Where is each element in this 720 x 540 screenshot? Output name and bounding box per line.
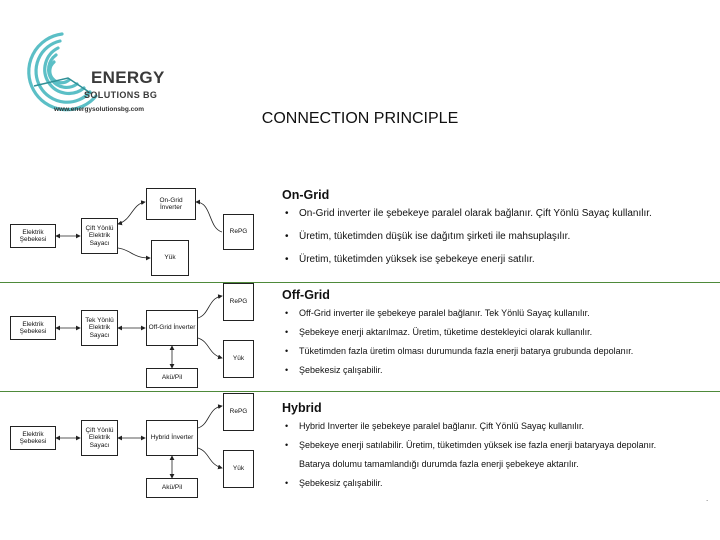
section-title: On-Grid [282,188,330,202]
list-item: Üretim, tüketimden düşük ise dağıtım şir… [282,231,718,243]
meter-box: Çift Yönlü Elektrik Sayacı [81,218,118,254]
list-item-continuation: Batarya dolumu tamamlandığı durumda fazl… [299,459,579,469]
on-grid-diagram: Elektrik Şebekesi Çift Yönlü Elektrik Sa… [0,180,280,280]
list-item: Şebekeye enerji satılabilir. Üretim, tük… [282,440,718,470]
bullet-list: Off-Grid inverter ile şebekeye paralel b… [282,308,718,376]
off-grid-diagram: Elektrik Şebekesi Tek Yönlü Elektrik Say… [0,282,280,390]
off-grid-connections [55,294,223,369]
hybrid-connections [55,404,223,479]
list-item: Şebekesiz çalışabilir. [282,478,718,489]
hybrid-section: Hybrid Hybrid Inverter ile şebekeye para… [282,401,718,497]
section-divider [0,391,720,392]
list-item-text: Şebekeye enerji satılabilir. Üretim, tük… [299,440,657,450]
hybrid-diagram: Elektrik Şebekesi Çift Yönlü Elektrik Sa… [0,392,280,504]
list-item: Tüketimden fazla üretim olması durumunda… [282,346,718,357]
grid-box: Elektrik Şebekesi [10,426,56,450]
grid-box: Elektrik Şebekesi [10,224,56,248]
bullet-list: On-Grid inverter ile şebekeye paralel ol… [282,208,718,266]
inverter-box: Hybrid İnverter [146,420,198,456]
list-item: Hybrid Inverter ile şebekeye paralel bağ… [282,421,718,432]
footer-mark: . [706,494,709,503]
list-item: Şebekesiz çalışabilir. [282,365,718,376]
logo-swoosh-icon [27,32,98,112]
load-box: Yük [223,450,254,488]
battery-box: Akü/Pil [146,368,198,388]
logo-url: www.energysolutionsbg.com [54,106,145,113]
meter-box: Çift Yönlü Elektrik Sayacı [81,420,118,456]
section-title: Off-Grid [282,288,330,302]
inverter-box: Off-Grid İnverter [146,310,198,346]
bullet-list: Hybrid Inverter ile şebekeye paralel bağ… [282,421,718,489]
meter-box: Tek Yönlü Elektrik Sayacı [81,310,118,346]
battery-box: Akü/Pil [146,478,198,498]
grid-box: Elektrik Şebekesi [10,316,56,340]
load-box: Yük [151,240,189,276]
list-item: Şebekeye enerji aktarılmaz. Üretim, tüke… [282,327,718,338]
logo-word-energy: ENERGY [91,68,165,87]
list-item: Üretim, tüketimden yüksek ise şebekeye e… [282,254,718,266]
off-grid-section: Off-Grid Off-Grid inverter ile şebekeye … [282,288,718,384]
source-box: RePG [223,393,254,431]
list-item: Off-Grid inverter ile şebekeye paralel b… [282,308,718,319]
company-logo [14,30,174,120]
logo-word-solutions: SOLUTIONS BG [84,90,158,100]
section-title: Hybrid [282,401,322,415]
page-title: CONNECTION PRINCIPLE [261,110,459,127]
list-item: On-Grid inverter ile şebekeye paralel ol… [282,208,718,220]
on-grid-section: On-Grid On-Grid inverter ile şebekeye pa… [282,188,718,277]
source-box: RePG [223,283,254,321]
on-grid-connections [55,199,223,261]
load-box: Yük [223,340,254,378]
source-box: RePG [223,214,254,250]
inverter-box: On-Grid İnverter [146,188,196,220]
section-divider [0,282,720,283]
